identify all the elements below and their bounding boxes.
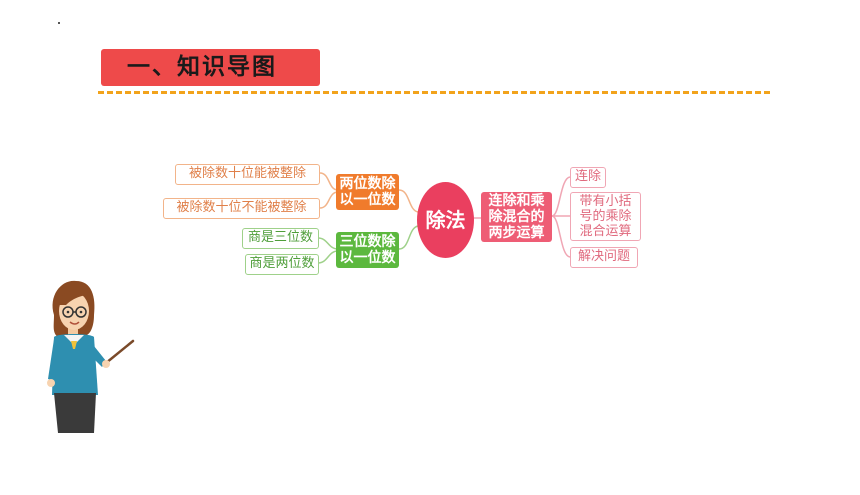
branch-left2: 三位数除 以一位数 <box>336 232 399 268</box>
teacher-with-pointer-icon <box>47 280 135 433</box>
leaf-right-1: 连除 <box>570 167 606 188</box>
section-title: 一、知识导图 <box>127 54 277 80</box>
section-title-banner: 一、知识导图 <box>101 49 320 86</box>
mindmap-center-node: 除法 <box>417 182 474 258</box>
leaf-right-2-line3: 混合运算 <box>579 224 632 239</box>
dashed-divider <box>98 91 770 94</box>
branch-right: 连除和乘 除混合的 两步运算 <box>481 192 552 242</box>
branch-left2-line1: 三位数除 <box>339 234 396 250</box>
connector-right-child1 <box>551 176 571 217</box>
leaf-right-2: 带有小括 号的乘除 混合运算 <box>570 192 641 241</box>
connector-left1-child2 <box>319 191 339 209</box>
branch-left1-line1: 两位数除 <box>339 176 396 192</box>
connector-right-child3 <box>551 215 571 258</box>
branch-right-line3: 两步运算 <box>488 225 545 241</box>
branch-right-line2: 除混合的 <box>488 209 545 225</box>
connector-left1-child1 <box>319 172 339 191</box>
leaf-left1-1: 被除数十位能被整除 <box>175 164 320 185</box>
leaf-left2-1: 商是三位数 <box>242 228 319 249</box>
decorative-dot <box>58 22 60 24</box>
leaf-left2-2: 商是两位数 <box>245 254 319 275</box>
connector-left2-child1 <box>317 237 339 250</box>
branch-left1-line2: 以一位数 <box>339 192 396 208</box>
leaf-right-2-line2: 号的乘除 <box>579 209 632 224</box>
connector-center-left2 <box>398 225 419 250</box>
leaf-left1-2: 被除数十位不能被整除 <box>163 198 320 219</box>
connector-center-left1 <box>398 189 419 213</box>
connector-left2-child2 <box>317 250 339 264</box>
leaf-right-3: 解决问题 <box>570 247 638 268</box>
branch-right-line1: 连除和乘 <box>488 193 545 209</box>
branch-left2-line2: 以一位数 <box>339 250 396 266</box>
branch-left1: 两位数除 以一位数 <box>336 174 399 210</box>
leaf-right-2-line1: 带有小括 <box>579 194 632 209</box>
